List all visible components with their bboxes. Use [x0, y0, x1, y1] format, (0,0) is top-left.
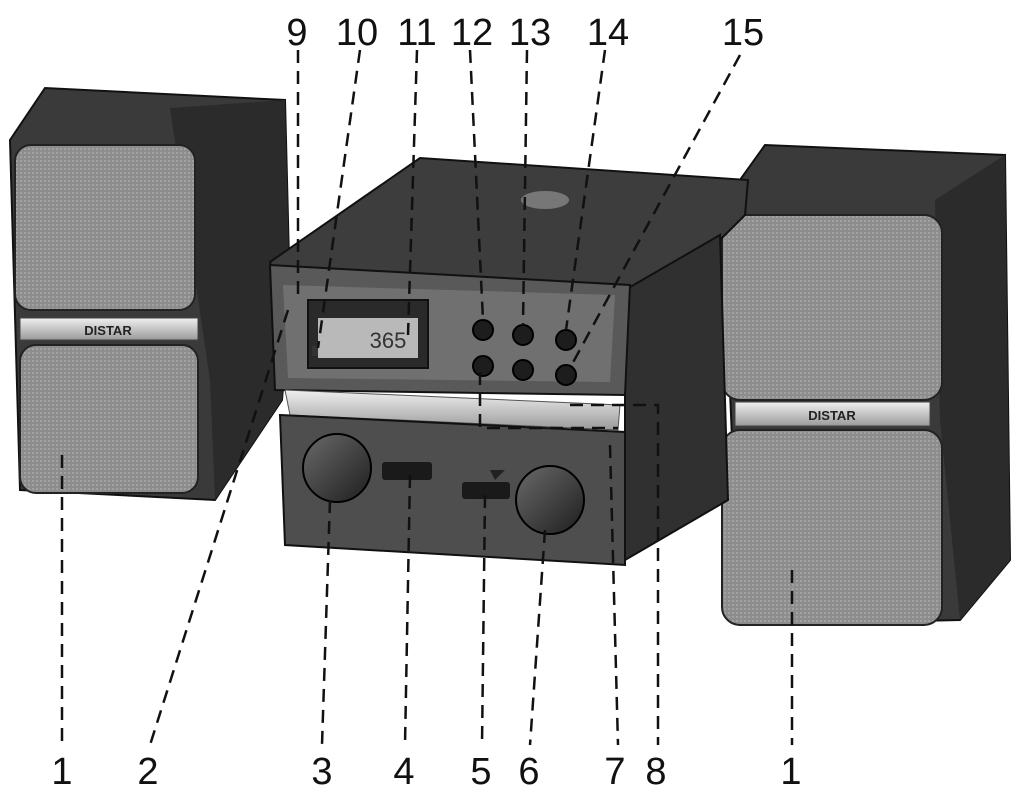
callout-14: 14	[587, 12, 629, 54]
lcd-readout: 365	[370, 328, 407, 353]
right-speaker-side	[935, 155, 1010, 620]
callout-4: 4	[393, 751, 414, 792]
callout-1-right: 1	[780, 751, 801, 792]
leader-7	[608, 444, 620, 746]
chrome-trim-bar	[284, 389, 621, 431]
leader-2	[148, 309, 290, 746]
callout-3: 3	[311, 751, 332, 792]
leader-11	[406, 49, 419, 336]
callout-7: 7	[604, 751, 625, 792]
right-knob[interactable]	[515, 465, 585, 535]
right-speaker: DISTAR	[720, 143, 1012, 627]
leader-lines	[60, 49, 794, 746]
leader-4	[403, 474, 412, 746]
unit-side	[624, 233, 730, 562]
button-13[interactable]	[512, 324, 534, 346]
cassette-slot-left[interactable]	[382, 462, 432, 480]
left-speaker: DISTAR	[8, 86, 292, 502]
callout-8: 8	[645, 751, 666, 792]
right-speaker-trim	[734, 401, 931, 427]
leader-13	[521, 49, 529, 326]
callout-15: 15	[722, 12, 764, 54]
button-lower-2[interactable]	[512, 359, 534, 381]
callout-1-left: 1	[51, 751, 72, 792]
left-speaker-trim	[19, 317, 199, 341]
button-15[interactable]	[555, 364, 577, 386]
callout-9: 9	[286, 12, 307, 54]
callout-2: 2	[137, 751, 158, 792]
lid-button	[521, 191, 569, 209]
right-speaker-upper-grille	[721, 214, 943, 401]
callout-numbers: 9 10 11 12 13 14 15 1 2 3 4 5 6 7 8 1	[51, 12, 801, 793]
callout-6: 6	[518, 751, 539, 792]
lcd-screen	[318, 318, 418, 358]
left-speaker-upper-grille	[14, 144, 196, 311]
callout-13: 13	[509, 12, 551, 54]
callout-10: 10	[336, 12, 378, 54]
cassette-marker	[490, 470, 505, 480]
button-lower-1[interactable]	[472, 355, 494, 377]
callout-12: 12	[451, 12, 493, 54]
left-knob[interactable]	[302, 433, 372, 503]
display-indicator	[312, 346, 318, 356]
callout-5: 5	[470, 751, 491, 792]
right-speaker-brand: DISTAR	[808, 408, 856, 423]
leader-14	[564, 49, 607, 331]
leader-6	[528, 529, 547, 746]
main-unit: 365	[268, 156, 750, 567]
left-speaker-lower-grille	[19, 344, 199, 494]
leader-10	[316, 49, 362, 349]
cassette-slot-right[interactable]	[462, 482, 510, 499]
leader-15	[568, 54, 742, 369]
button-12[interactable]	[472, 319, 494, 341]
button-14[interactable]	[555, 329, 577, 351]
right-speaker-lower-grille	[721, 429, 943, 626]
leader-8-bracket-a	[478, 372, 618, 430]
callout-11: 11	[397, 12, 436, 54]
left-speaker-brand: DISTAR	[84, 323, 132, 338]
leader-12	[468, 49, 485, 321]
leader-8	[570, 403, 660, 745]
